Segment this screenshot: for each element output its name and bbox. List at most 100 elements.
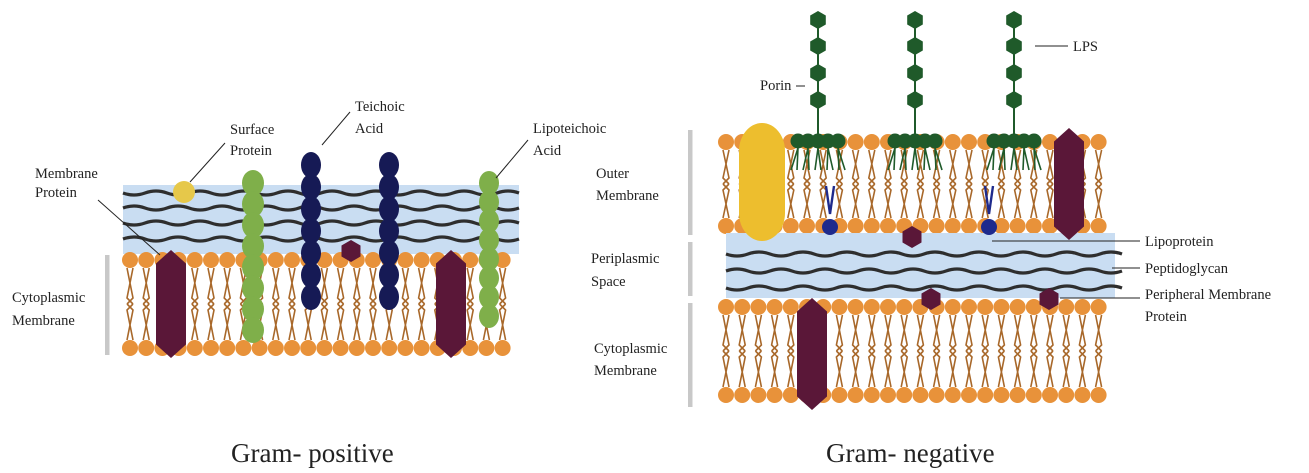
lipid-head-outer [734, 299, 750, 315]
lipid-head-outer [187, 252, 203, 268]
lipid-tail-path [901, 315, 907, 387]
lipid-tail-path [885, 150, 891, 218]
lipid-head-inner [1010, 387, 1026, 403]
lipid-head-inner [945, 218, 961, 234]
lipid-head-outer [945, 299, 961, 315]
lipid-head-inner [961, 387, 977, 403]
lipid-tails [853, 150, 859, 218]
lipid-tail-path [338, 268, 344, 340]
lps-molecule-2 [888, 11, 943, 170]
lps-molecule-3 [987, 11, 1042, 170]
lipid-tail-path [934, 315, 940, 387]
lipid-tail-path [950, 315, 956, 387]
lipid-head-outer [961, 299, 977, 315]
lipid-head-inner [381, 340, 397, 356]
lipid-tails [338, 268, 344, 340]
lipid-tails [869, 315, 875, 387]
lipid-tail-path [224, 268, 230, 340]
lps-sugar [907, 64, 923, 82]
lipid-tails [917, 315, 923, 387]
lipid-tail-path [966, 315, 972, 387]
gp-cytoplasmic-bracket [105, 255, 110, 355]
peripheral-protein-label-1: Peripheral Membrane [1145, 287, 1271, 303]
lipid-tails [1047, 150, 1053, 218]
lipid-head-outer [848, 299, 864, 315]
lipid-tail-path [500, 268, 506, 340]
lipid-head-inner [977, 387, 993, 403]
gram-positive-panel: Membrane Protein Surface Protein Teichoi… [12, 99, 606, 468]
lipid-head-inner [783, 218, 799, 234]
lipid-tails [869, 150, 875, 218]
lipid-tail-path [192, 268, 198, 340]
lipid-tail-path [950, 150, 956, 218]
gn-cytoplasmic-label-1: Cytoplasmic [594, 341, 667, 357]
lps-lipid-tail [827, 148, 833, 170]
lipid-tails [950, 315, 956, 387]
lipid-tail-path [1047, 150, 1053, 218]
lipid-head-outer [1026, 299, 1042, 315]
lipoprotein-body [822, 219, 838, 235]
lipid-head-inner [750, 387, 766, 403]
lps-sugar [1006, 64, 1022, 82]
lipid-head-inner [1074, 387, 1090, 403]
lipid-head-outer [1091, 134, 1107, 150]
lipid-head-outer [783, 299, 799, 315]
lps-lipid-head [831, 134, 846, 149]
lipid-head-inner [478, 340, 494, 356]
lipid-head-inner [122, 340, 138, 356]
periplasmic-label-2: Space [591, 274, 626, 290]
lipid-tails [402, 268, 408, 340]
lipid-tails [127, 268, 133, 340]
teichoic-acid-label-2: Acid [355, 121, 384, 137]
lipid-head-inner [414, 340, 430, 356]
lipid-tail-path [917, 150, 923, 218]
lipid-head-outer [397, 252, 413, 268]
lps-lipid-head [928, 134, 943, 149]
lipid-tail-path [739, 315, 745, 387]
lipid-tail-path [853, 150, 859, 218]
lipid-head-outer [750, 299, 766, 315]
lps-sugar [810, 64, 826, 82]
lps-sugar [907, 11, 923, 29]
lipid-head-outer [767, 299, 783, 315]
lipid-head-outer [203, 252, 219, 268]
lipid-head-outer [365, 252, 381, 268]
lipid-head-inner [929, 218, 945, 234]
lipid-tail-path [127, 268, 133, 340]
teichoic-acid-chain-2-bead [379, 284, 399, 310]
lipid-tails [1096, 150, 1102, 218]
lipid-head-outer [122, 252, 138, 268]
lipoprotein-anchor [826, 186, 834, 214]
lipid-tails [1079, 315, 1085, 387]
lipoteichoic-acid-label-2: Acid [533, 143, 562, 159]
periplasmic-label-1: Periplasmic [591, 251, 659, 267]
lps-lipid-tail [1023, 148, 1029, 170]
lipid-tails [354, 268, 360, 340]
lipid-head-outer [718, 134, 734, 150]
lps-lipid-tail [1034, 148, 1041, 170]
lipid-head-inner [1091, 218, 1107, 234]
lipid-tails [917, 150, 923, 218]
lipid-tail-path [1047, 315, 1053, 387]
lipid-head-inner [783, 387, 799, 403]
lipid-head-inner [235, 340, 251, 356]
gn-cytoplasmic-bilayer [718, 299, 1107, 403]
gp-membrane-protein-left [156, 250, 186, 358]
lipid-head-inner [718, 387, 734, 403]
lipid-head-inner [799, 218, 815, 234]
lipid-tails [950, 150, 956, 218]
lipid-head-outer [138, 252, 154, 268]
lps-sugar [907, 91, 923, 109]
outer-membrane-bracket [688, 130, 693, 235]
lipid-head-outer [896, 299, 912, 315]
lipid-tails [934, 315, 940, 387]
outer-membrane-label-2: Membrane [596, 188, 659, 204]
gn-cytoplasmic-membrane-protein [797, 298, 827, 410]
gn-cytoplasmic-bracket [688, 303, 693, 407]
lipid-tails [1096, 315, 1102, 387]
lipid-tails [788, 150, 794, 218]
surface-protein [173, 181, 195, 203]
lipid-head-outer [1058, 299, 1074, 315]
surface-protein-label-2: Protein [230, 143, 273, 159]
lipid-tails [966, 150, 972, 218]
